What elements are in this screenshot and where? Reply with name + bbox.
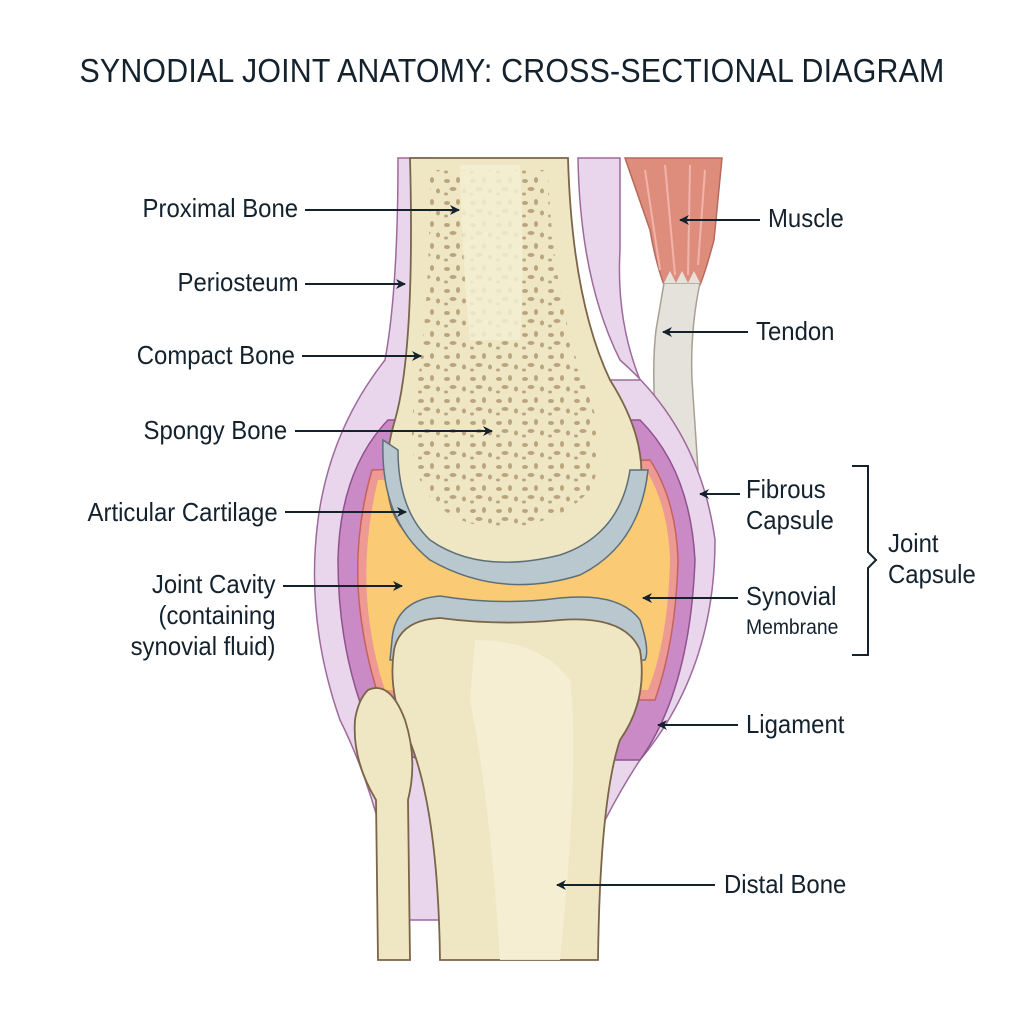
label-muscle: Muscle bbox=[768, 203, 844, 233]
label-fibrous-capsule: Fibrous Capsule bbox=[746, 474, 834, 536]
joint-capsule-line1: Joint bbox=[888, 528, 939, 558]
synovial-membrane-line2: Membrane bbox=[746, 616, 839, 639]
proximal-cartilage-shape bbox=[382, 438, 649, 586]
label-spongy-bone: Spongy Bone bbox=[143, 415, 287, 445]
diagram-title: SYNODIAL JOINT ANATOMY: CROSS-SECTIONAL … bbox=[79, 52, 945, 89]
label-distal-bone: Distal Bone bbox=[724, 869, 847, 899]
joint-capsule-line2: Capsule bbox=[888, 559, 976, 589]
label-joint-cavity: Joint Cavity (containing synovial fluid) bbox=[131, 569, 276, 662]
joint-cavity-line1: Joint Cavity bbox=[152, 569, 276, 599]
label-joint-capsule: Joint Capsule bbox=[888, 528, 976, 590]
joint-cavity-line2: (containing bbox=[158, 600, 276, 630]
fibula-shape bbox=[353, 687, 414, 961]
label-tendon: Tendon bbox=[756, 316, 835, 346]
label-synovial-membrane: Synovial Membrane bbox=[746, 581, 838, 643]
spongy-bone-shape bbox=[411, 170, 600, 528]
joint-capsule-bracket bbox=[852, 465, 878, 656]
synovial-membrane-line1: Synovial bbox=[746, 581, 837, 611]
label-proximal-bone: Proximal Bone bbox=[142, 193, 298, 223]
label-articular-cartilage: Articular Cartilage bbox=[87, 497, 278, 527]
fibrous-capsule-line1: Fibrous bbox=[746, 474, 826, 504]
label-ligament: Ligament bbox=[746, 709, 845, 739]
muscle-shape bbox=[623, 157, 723, 286]
label-periosteum: Periosteum bbox=[177, 267, 298, 297]
joint-cavity-line3: synovial fluid) bbox=[131, 631, 276, 661]
label-compact-bone: Compact Bone bbox=[136, 340, 295, 370]
fibrous-capsule-line2: Capsule bbox=[746, 505, 834, 535]
